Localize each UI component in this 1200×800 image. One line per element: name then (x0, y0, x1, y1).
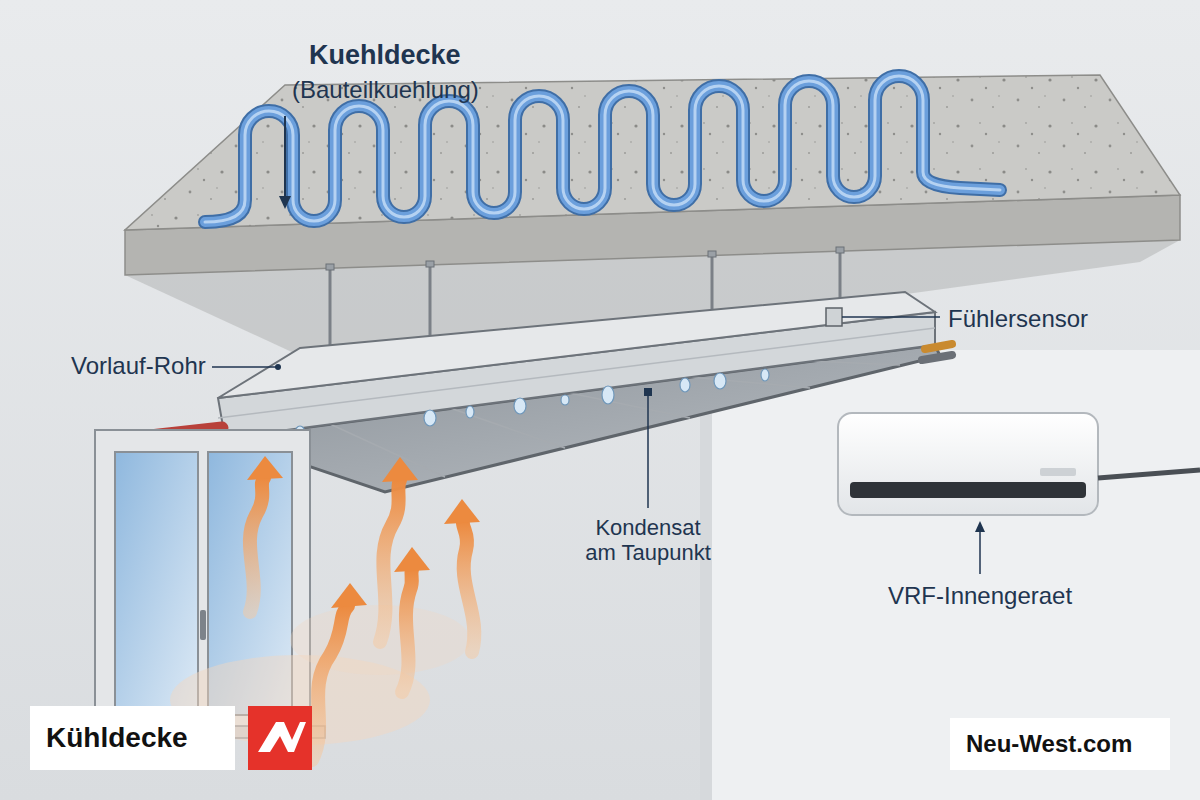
plate-seam (690, 377, 810, 388)
heat-arrowhead (394, 547, 430, 572)
leader-line (212, 366, 276, 368)
part-label: VRF-Innengeraet (888, 582, 1072, 610)
droplet (561, 395, 569, 405)
window-pane (115, 452, 198, 715)
leader-arrowhead (279, 196, 291, 209)
droplet (680, 378, 690, 392)
leader-dot (644, 388, 652, 396)
brand-box: Neu-West.com (950, 718, 1170, 770)
droplet (602, 386, 614, 404)
part-label: Kuehldecke (309, 40, 461, 71)
heat-arrowhead (247, 456, 283, 480)
part-label: Fühlersensor (948, 305, 1088, 333)
part-label: (Bauteilkuehlung) (292, 76, 479, 104)
rod-caps (326, 247, 844, 270)
droplet (761, 369, 769, 381)
vrf-unit (838, 413, 1098, 515)
wall (700, 350, 1200, 800)
vrf-display (1040, 468, 1076, 476)
heat-arrowhead (331, 583, 367, 608)
pipe-highlight (205, 76, 1000, 222)
rod-cap (708, 251, 716, 257)
frame-groove (218, 328, 935, 418)
hanger-rod (329, 268, 332, 345)
sensor-box (826, 308, 842, 326)
hanger-rod (839, 251, 842, 298)
heat-arrow-shaft (250, 478, 264, 612)
hanger-rod (429, 265, 432, 336)
part-label: Vorlauf-Rohr (71, 352, 206, 380)
brand-text: Neu-West.com (966, 731, 1132, 757)
heat-arrow-shaft (312, 606, 348, 760)
pipe-outline (205, 76, 1000, 222)
heat-arrowhead (444, 499, 480, 524)
heat-arrow-shaft (380, 480, 400, 642)
cooling-pipe (205, 76, 1000, 222)
sensor-cable (922, 355, 952, 360)
brand-box: Kühldecke (30, 706, 235, 770)
vrf-outlet (850, 482, 1086, 498)
logo-glyph (258, 722, 306, 752)
part-label: Kondensat am Taupunkt (578, 515, 718, 566)
heat-arrow-shaft (463, 522, 474, 652)
droplet (466, 406, 474, 418)
rod-cap (426, 261, 434, 267)
heat-arrowheads (247, 456, 480, 608)
sensor-pipe (925, 344, 952, 349)
leader-line (979, 530, 981, 574)
heat-arrow-shaft (402, 570, 412, 692)
concrete-slab (125, 75, 1180, 230)
rod-cap (836, 247, 844, 253)
panel-frame-top (218, 292, 935, 398)
condensate-droplets (295, 369, 769, 440)
droplet (714, 373, 726, 389)
brand-text: Kühldecke (46, 723, 188, 754)
wall-corner (700, 350, 712, 800)
droplet (424, 410, 436, 426)
pipe-body (205, 76, 1000, 222)
leader-arrowhead (975, 521, 985, 532)
logo-mark (248, 706, 312, 770)
heat-arrowhead (382, 457, 418, 482)
leader-line (284, 116, 286, 198)
window-handle (200, 610, 206, 640)
plate-seam (570, 393, 690, 418)
leader-line (842, 316, 940, 318)
plate-seam (330, 424, 445, 477)
hanger-rod (711, 255, 714, 310)
rod-cap (326, 264, 334, 270)
vrf-cable (1098, 470, 1200, 478)
droplet (514, 398, 526, 414)
leader-line (647, 392, 649, 508)
plate-seam (810, 361, 900, 365)
leader-dot (275, 364, 281, 370)
